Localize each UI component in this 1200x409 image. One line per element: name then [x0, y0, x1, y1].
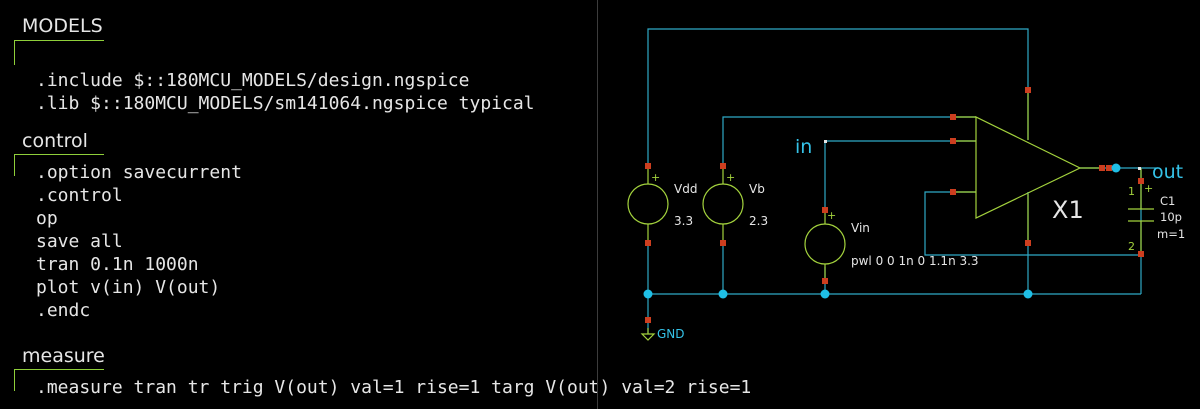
pin-c1-bottom[interactable] [1138, 251, 1144, 257]
control-line-3[interactable]: op [36, 208, 58, 229]
capacitor-c1[interactable] [1128, 168, 1154, 256]
models-line-2[interactable]: .lib $::180MCU_MODELS/sm141064.ngspice t… [36, 93, 535, 114]
junctions [643, 163, 1121, 299]
control-title: control [22, 130, 88, 152]
vdd-source[interactable] [627, 166, 669, 245]
node-ground-1[interactable] [643, 289, 653, 299]
vdd-value: 3.3 [674, 214, 693, 228]
vb-plus: + [726, 171, 735, 184]
vin-name: Vin [851, 221, 870, 235]
net-label-out[interactable]: out [1152, 161, 1183, 183]
vdd-name: Vdd [674, 182, 697, 196]
control-line-2[interactable]: .control [36, 185, 123, 206]
net-marker-out [1138, 167, 1141, 170]
pin-x1-out-b[interactable] [1106, 165, 1112, 171]
c1-pin1-label: 1 [1128, 185, 1135, 198]
vb-name: Vb [749, 182, 765, 196]
pin-vb-top[interactable] [720, 163, 726, 169]
opamp-x1[interactable] [953, 90, 1104, 243]
pin-x1-bias[interactable] [950, 114, 956, 120]
node-out[interactable] [1111, 163, 1121, 173]
control-line-7[interactable]: .endc [36, 300, 91, 321]
models-underline [14, 40, 104, 41]
vin-value: pwl 0 0 1n 0 1.1n 3.3 [851, 254, 979, 268]
vin-plus: + [827, 209, 836, 222]
pin-x1-minus[interactable] [950, 189, 956, 195]
pin-gnd[interactable] [645, 317, 651, 323]
c1-value: 10p [1160, 210, 1182, 224]
measure-title: measure [22, 345, 105, 367]
pin-vin-bottom[interactable] [822, 278, 828, 284]
models-title: MODELS [22, 15, 103, 37]
wire-vdd-supply[interactable] [647, 28, 1029, 166]
pin-x1-plus[interactable] [950, 138, 956, 144]
c1-mult: m=1 [1157, 227, 1185, 241]
measure-line-1[interactable]: .measure tran tr trig V(out) val=1 rise=… [36, 377, 752, 398]
control-line-6[interactable]: plot v(in) V(out) [36, 277, 221, 298]
net-label-in[interactable]: in [795, 136, 812, 158]
pin-vin-top[interactable] [822, 207, 828, 213]
models-tick [14, 40, 15, 65]
vb-value: 2.3 [749, 214, 768, 228]
pin-vdd-bottom[interactable] [645, 240, 651, 246]
models-line-1[interactable]: .include $::180MCU_MODELS/design.ngspice [36, 70, 470, 91]
node-ground-2[interactable] [718, 289, 728, 299]
pin-x1-gnd[interactable] [1025, 240, 1031, 246]
panel-divider [597, 0, 598, 409]
wire-vb-bias[interactable] [722, 116, 976, 166]
measure-underline [14, 369, 104, 370]
c1-plus: + [1144, 182, 1153, 195]
wire-in[interactable] [824, 140, 976, 210]
gnd-label: GND [657, 327, 685, 341]
wires [647, 28, 1158, 333]
node-ground-4[interactable] [1023, 289, 1033, 299]
control-line-1[interactable]: .option savecurrent [36, 162, 242, 183]
node-ground-3[interactable] [820, 289, 830, 299]
pins [645, 87, 1144, 323]
vdd-plus: + [651, 171, 660, 184]
c1-pin2-label: 2 [1128, 240, 1135, 253]
pin-vdd-top[interactable] [645, 163, 651, 169]
control-line-4[interactable]: save all [36, 231, 123, 252]
control-underline [14, 154, 104, 155]
pin-c1-top[interactable] [1138, 178, 1144, 184]
ground-symbol[interactable] [640, 328, 656, 341]
c1-name: C1 [1160, 194, 1175, 208]
net-marker-in [824, 140, 827, 143]
pin-x1-out-a[interactable] [1099, 165, 1105, 171]
vin-source[interactable] [804, 210, 846, 281]
pin-vb-bottom[interactable] [720, 240, 726, 246]
pin-x1-vdd[interactable] [1025, 87, 1031, 93]
opamp-name: X1 [1052, 196, 1084, 224]
control-line-5[interactable]: tran 0.1n 1000n [36, 254, 199, 275]
vb-source[interactable] [702, 166, 744, 245]
measure-tick [14, 369, 15, 391]
control-tick [14, 154, 15, 176]
wire-feedback[interactable] [924, 169, 1142, 256]
